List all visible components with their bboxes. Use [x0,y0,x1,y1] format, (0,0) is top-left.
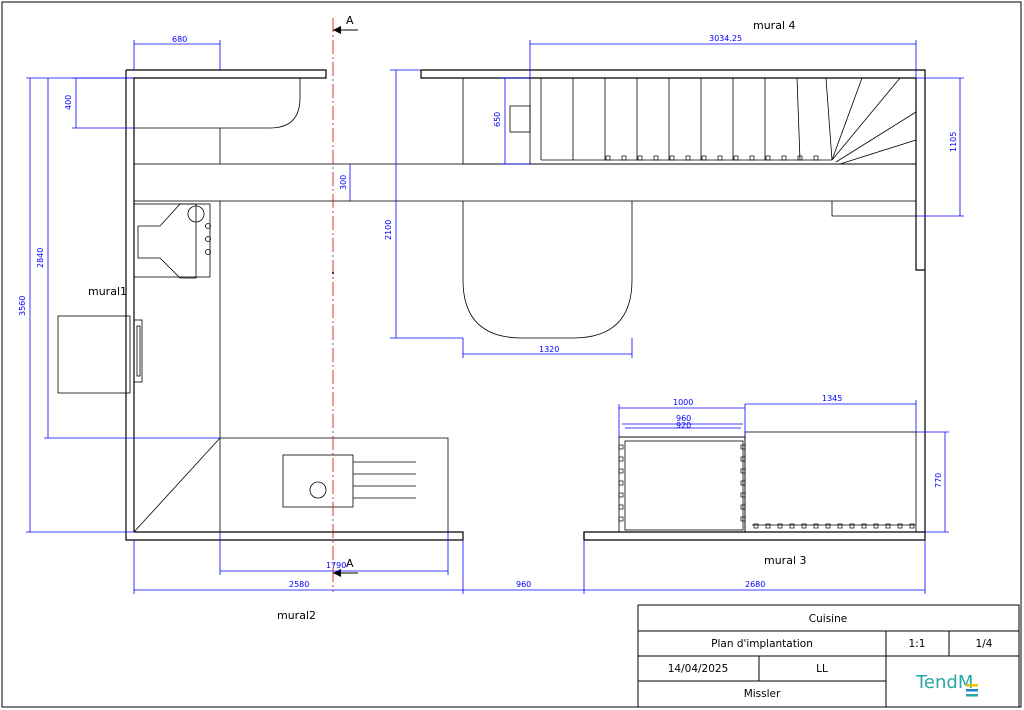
dim-400: 400 [64,95,73,110]
tb-page: 1/4 [976,638,993,650]
dim-680: 680 [172,35,187,44]
dim-1320: 1320 [539,345,559,354]
tendm-logo: TendM [915,672,978,697]
dim-960-inner: 960 [676,414,691,423]
logo-text: TendM [915,672,973,693]
wall-label-mural4: mural 4 [753,19,796,32]
side-appliance [57,315,143,394]
tb-scale: 1:1 [909,638,926,650]
dim-770: 770 [934,473,943,488]
upper-left-cabinet [134,78,301,164]
dim-1345: 1345 [822,394,842,403]
tb-client: Missler [744,688,781,700]
wall-label-mural2: mural2 [277,609,316,622]
dim-2580: 2580 [289,580,309,589]
tb-sheet-title: Plan d'implantation [711,638,813,650]
tb-date: 14/04/2025 [668,663,729,675]
tb-project: Cuisine [809,613,847,625]
section-label-top: A [346,14,354,27]
dim-650: 650 [493,112,502,127]
island [462,201,633,339]
dimension-lines [26,40,964,594]
dim-2100: 2100 [384,220,393,240]
walls [125,69,926,541]
dim-1790: 1790 [326,561,346,570]
staircase [462,77,917,217]
dim-920: 920 [676,421,691,430]
section-line-a [332,18,358,592]
beam [133,163,917,438]
title-block [637,604,1020,708]
dim-960-opening: 960 [516,580,531,589]
dim-3560: 3560 [18,296,27,316]
dim-300: 300 [339,175,348,190]
wall-label-mural1: mural1 [88,285,127,298]
cooktop-hood [133,203,211,279]
dim-3034: 3034.25 [709,34,742,43]
tb-author: LL [816,663,828,675]
sink-counter [133,437,449,533]
dim-2840: 2840 [36,248,45,268]
dim-2680: 2680 [745,580,765,589]
dim-1000: 1000 [673,398,693,407]
section-label-bottom: A [346,557,354,570]
lower-right-units [618,431,917,533]
wall-label-mural3: mural 3 [764,554,807,567]
dim-1105: 1105 [949,132,958,152]
